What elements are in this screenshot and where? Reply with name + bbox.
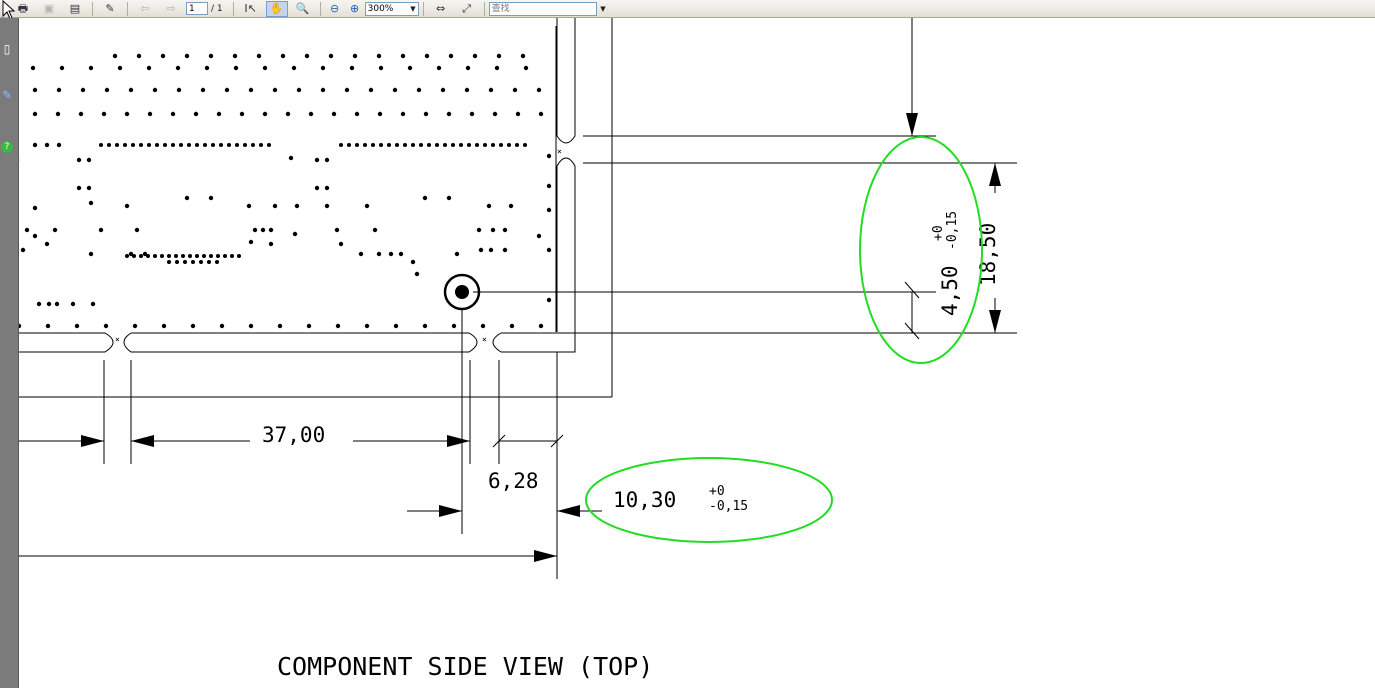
zoom-tool-icon[interactable]: 🔍 (295, 2, 310, 15)
save-icon[interactable]: ▣ (43, 2, 55, 15)
search-input[interactable]: 查找 ▼ (488, 1, 606, 16)
previous-page-icon[interactable]: ⇦ (140, 2, 150, 15)
drawing-title: COMPONENT SIDE VIEW (TOP) (277, 652, 654, 681)
zoom-in-icon[interactable]: ⊕ (350, 2, 360, 15)
pcb-via-pattern (19, 53, 552, 329)
print-icon[interactable]: 🖶 (17, 2, 29, 15)
tolerance-upper-1030: +0 (709, 484, 725, 499)
dimension-1030: 10,30 (613, 488, 676, 512)
svg-text:×: × (557, 147, 562, 156)
text-select-icon[interactable]: I↖ (244, 2, 257, 15)
document-canvas[interactable]: × × × 37,00 6,28 10,30 +0 -0,15 4,50 +0 … (19, 18, 1375, 688)
chevron-down-icon: ▼ (410, 4, 416, 13)
zoom-level-select[interactable]: 300% ▼ (364, 1, 419, 16)
help-icon: ? (1, 141, 13, 153)
toolbar-separator (232, 1, 234, 16)
tolerance-lower-450: -0,15 (945, 211, 960, 250)
highlight-annotations (585, 136, 983, 543)
drawing-outlines (19, 18, 1017, 579)
fiducial-mark (443, 273, 481, 311)
page-total-label: / 1 (211, 3, 223, 14)
email-icon[interactable]: ▤ (69, 2, 81, 15)
dimension-450: 4,50 (938, 265, 962, 316)
toolbar-separator (319, 1, 321, 16)
signatures-panel-icon[interactable]: ✎ (1, 88, 13, 102)
fit-page-icon[interactable]: ⤢ (462, 2, 472, 15)
fit-width-icon[interactable]: ⇔ (436, 2, 446, 15)
svg-text:×: × (115, 335, 120, 344)
zoom-level-value: 300% (367, 3, 394, 14)
navigation-pane: ▯ ✎ ? (0, 18, 19, 688)
mouse-cursor-icon (2, 0, 16, 20)
highlight-ellipse-horizontal (585, 457, 833, 543)
main-toolbar: 🖶 ▣ ▤ ✎ ⇦ ⇨ 1 / 1 I↖ ✋ 🔍 ⊖ ⊕ 300% ▼ ⇔ ⤢ … (0, 0, 1375, 18)
page-number-input[interactable]: 1 (186, 2, 208, 15)
search-placeholder: 查找 (491, 3, 510, 14)
toolbar-separator (483, 1, 485, 16)
help-panel-button[interactable]: ? (0, 138, 14, 156)
svg-text:×: × (482, 335, 487, 344)
highlight-ellipse-vertical (859, 136, 983, 364)
chevron-down-icon: ▼ (600, 4, 606, 13)
technical-drawing: × × × 37,00 6,28 10,30 +0 -0,15 4,50 +0 … (19, 18, 1017, 579)
hand-tool-icon[interactable]: ✋ (265, 0, 288, 17)
tolerance-lower-1030: -0,15 (709, 499, 748, 514)
toolbar-separator (127, 1, 128, 16)
zoom-out-icon[interactable]: ⊖ (330, 2, 340, 15)
tolerance-upper-450: +0 (931, 225, 946, 241)
dimension-628: 6,28 (488, 469, 539, 493)
slot-markers: × × × (115, 147, 562, 344)
next-page-icon[interactable]: ⇨ (166, 2, 176, 15)
dimension-37: 37,00 (262, 423, 325, 447)
toolbar-separator (422, 1, 424, 16)
document-properties-icon[interactable]: ✎ (105, 2, 115, 15)
dimension-arrowheads (81, 113, 1001, 562)
toolbar-separator (92, 1, 93, 16)
pages-panel-icon[interactable]: ▯ (3, 42, 11, 56)
